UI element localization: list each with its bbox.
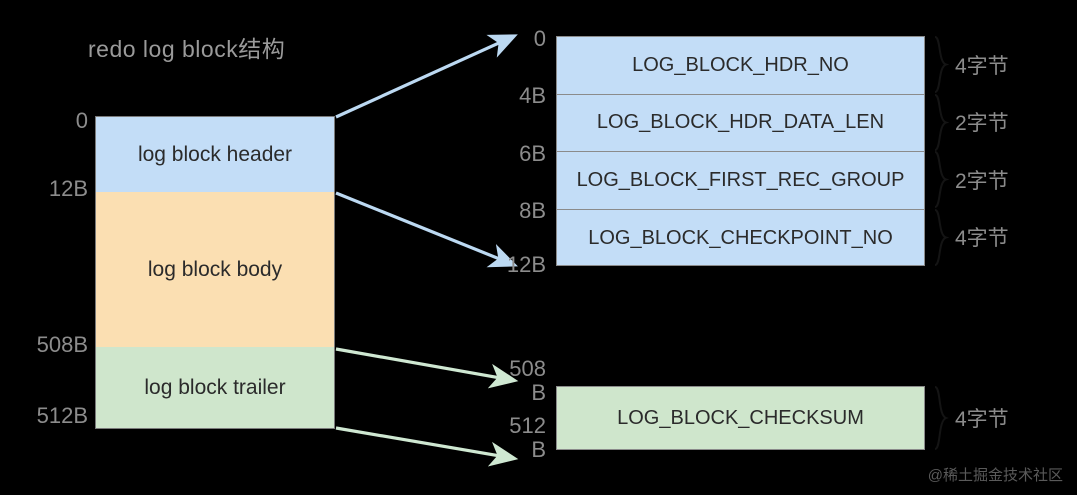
curly-brace-icon (934, 208, 949, 266)
left-section-log-block-body: log block body (95, 192, 335, 348)
curly-brace-icon (934, 36, 949, 94)
detail-offset-508b-text: 508 B (509, 356, 546, 405)
detail-offset-4b: 4B (519, 83, 546, 108)
detail-row-checkpoint-no: LOG_BLOCK_CHECKPOINT_NO (588, 226, 893, 249)
byte-size-checkpoint-no: 4字节 (955, 227, 1009, 251)
detail-offset-512b: 512 B (509, 414, 546, 462)
detail-offset-12b: 12B (506, 252, 546, 277)
detail-offset-8b: 8B (519, 198, 546, 223)
curly-brace-icon (934, 151, 949, 209)
byte-size-first-rec-group: 2字节 (955, 169, 1009, 193)
left-offset-0: 0 (75, 108, 88, 133)
left-offset-512b: 512B (36, 403, 88, 428)
arrow-header-bottom (335, 191, 518, 268)
watermark: @稀土掘金技术社区 (927, 467, 1063, 484)
brace-checkpoint-no: 4字节 (933, 208, 1009, 267)
left-offset-508b: 508B (36, 332, 88, 357)
header-detail-box: LOG_BLOCK_HDR_NO LOG_BLOCK_HDR_DATA_LEN … (556, 36, 925, 266)
arrow-trailer-bottom (335, 426, 519, 467)
page-title: redo log block结构 (88, 36, 286, 62)
left-section-log-block-trailer: log block trailer (95, 347, 335, 429)
detail-row-first-rec-group: LOG_BLOCK_FIRST_REC_GROUP (557, 152, 924, 210)
curly-brace-icon (934, 93, 949, 151)
detail-offset-508b: 508 B (509, 357, 546, 405)
arrow-header-top (335, 34, 518, 119)
detail-offset-6b: 6B (519, 141, 546, 166)
detail-offset-0: 0 (533, 26, 546, 51)
left-section-log-block-header: log block header (95, 116, 335, 193)
brace-hdr-data-len: 2字节 (933, 93, 1009, 152)
left-offset-12b: 12B (48, 176, 88, 201)
trailer-detail-box: LOG_BLOCK_CHECKSUM (556, 386, 925, 450)
curly-brace-icon (934, 386, 949, 450)
brace-hdr-no: 4字节 (933, 36, 1009, 94)
byte-size-checksum: 4字节 (955, 408, 1009, 431)
byte-size-hdr-no: 4字节 (955, 54, 1009, 78)
byte-size-hdr-data-len: 2字节 (955, 112, 1009, 136)
arrow-trailer-top (335, 347, 519, 389)
brace-first-rec-group: 2字节 (933, 151, 1009, 209)
detail-row-hdr-no: LOG_BLOCK_HDR_NO (557, 37, 924, 95)
detail-row-hdr-data-len: LOG_BLOCK_HDR_DATA_LEN (557, 95, 924, 152)
detail-offset-512b-text: 512 B (509, 413, 546, 462)
brace-checksum: 4字节 (933, 386, 1009, 450)
